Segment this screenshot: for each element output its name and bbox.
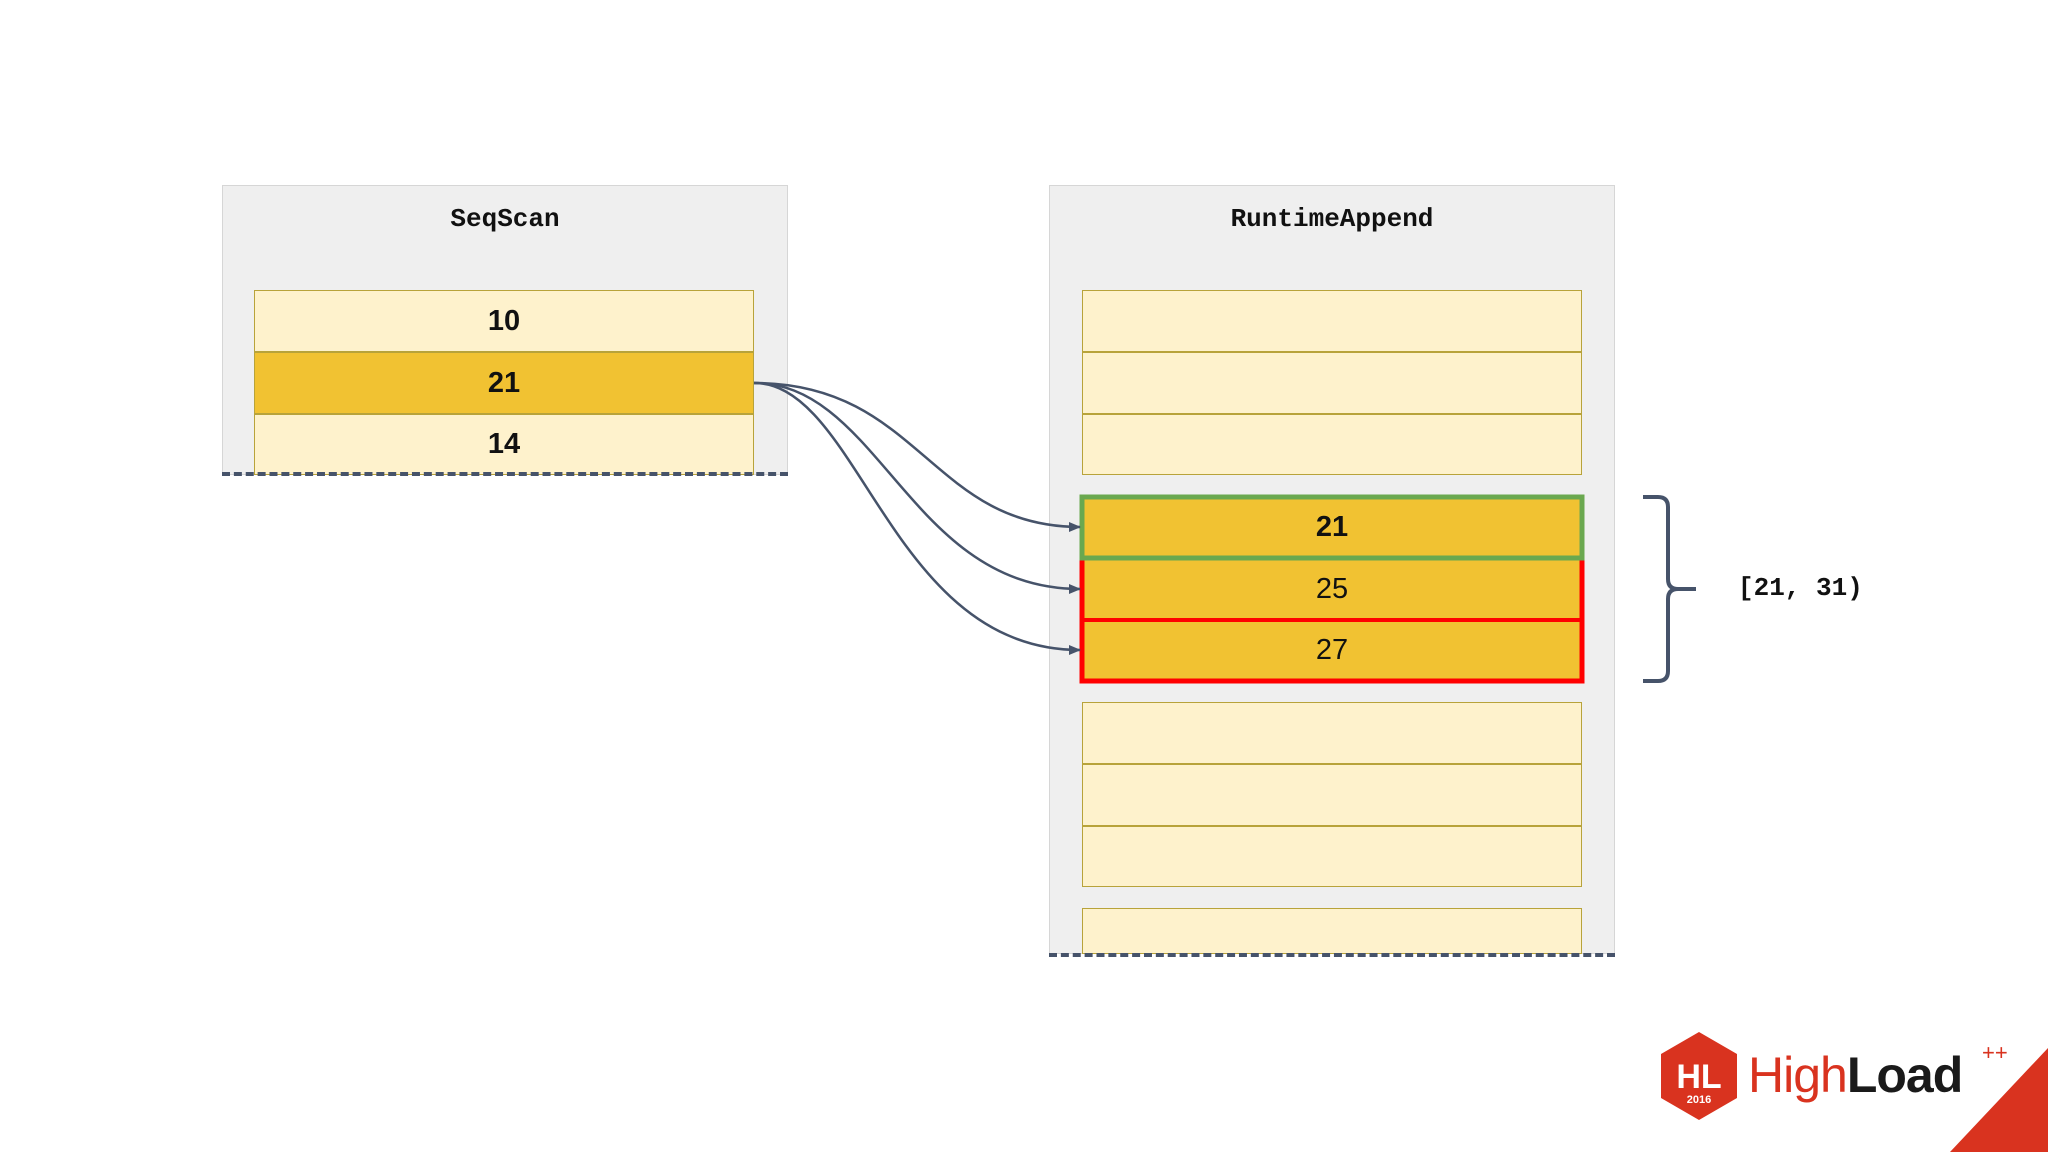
connector-arrow [753, 381, 1081, 532]
seqscan-row: 10 [254, 290, 754, 352]
empty-row [1082, 826, 1582, 887]
logo-wordmark: HighLoad [1748, 1047, 1962, 1103]
empty-row [1082, 414, 1582, 475]
logo-badge-text: HL [1676, 1058, 1721, 1096]
logo-year: 2016 [1687, 1094, 1711, 1106]
matched-row-27: 27 [1082, 620, 1582, 681]
range-scan-border [1079, 494, 1585, 684]
logo-name-bold: Load [1847, 1047, 1962, 1103]
empty-row [1082, 702, 1582, 764]
empty-row [1082, 764, 1582, 826]
seqscan-row: 14 [254, 414, 754, 475]
logo-hexagon [1661, 1032, 1737, 1120]
runtime-append-continuation-line [1049, 953, 1615, 957]
empty-row [1082, 290, 1582, 352]
runtime-append-title: RuntimeAppend [1230, 204, 1434, 234]
seqscan-continuation-line [222, 472, 788, 476]
seqscan-row-highlighted: 21 [254, 352, 754, 414]
match-border [1079, 494, 1585, 561]
logo-suffix: ++ [1982, 1040, 2008, 1065]
empty-row [1082, 352, 1582, 414]
connector-arrow [753, 381, 1081, 594]
range-label: [21, 31) [1738, 573, 1863, 603]
corner-accent [1950, 1048, 2048, 1152]
range-brace [1643, 495, 1696, 683]
logo-name-light: High [1748, 1047, 1847, 1103]
connector-arrow [753, 381, 1081, 655]
seqscan-title: SeqScan [450, 204, 560, 234]
